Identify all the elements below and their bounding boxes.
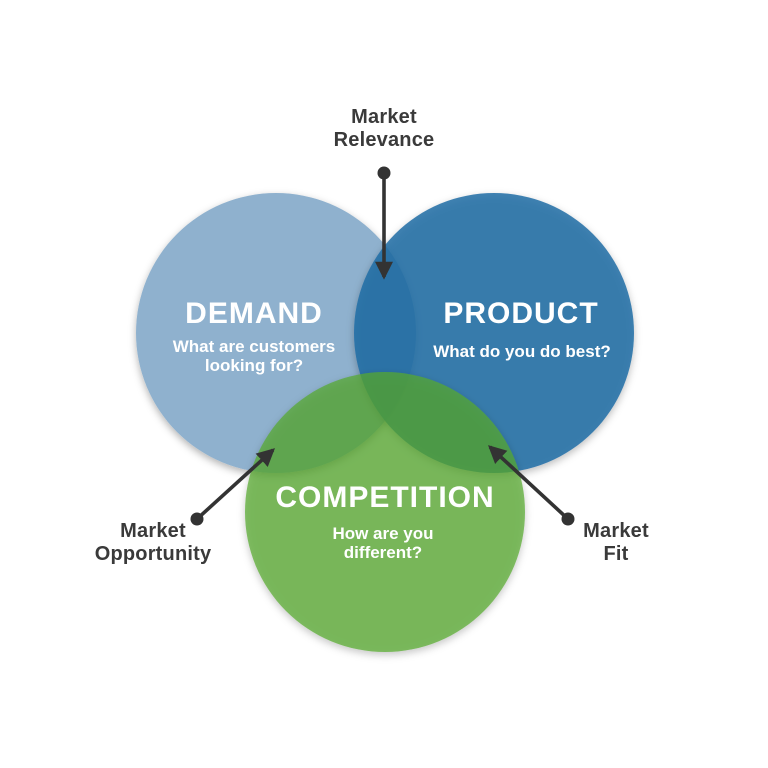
market-relevance-label: Market Relevance [333,106,435,151]
market-fit-arrow [488,445,575,526]
competition-circle [245,372,525,652]
market-relevance-arrow-dot [377,166,391,180]
product-circle-label: PRODUCT [443,297,599,330]
market-opportunity-arrow [190,448,275,526]
product-circle-question: What do you do best? [433,342,611,361]
competition-circle-label: COMPETITION [275,481,495,514]
demand-circle-label: DEMAND [185,297,323,330]
market-fit-label: Market Fit [583,520,649,565]
market-opportunity-label: Market Opportunity [94,520,212,565]
competition-circle-question: How are you different? [332,524,434,562]
market-fit-arrow-line [488,445,570,521]
market-relevance-arrow [375,166,393,280]
market-opportunity-arrow-line [195,448,275,521]
demand-circle-question: What are customers looking for? [172,337,336,375]
